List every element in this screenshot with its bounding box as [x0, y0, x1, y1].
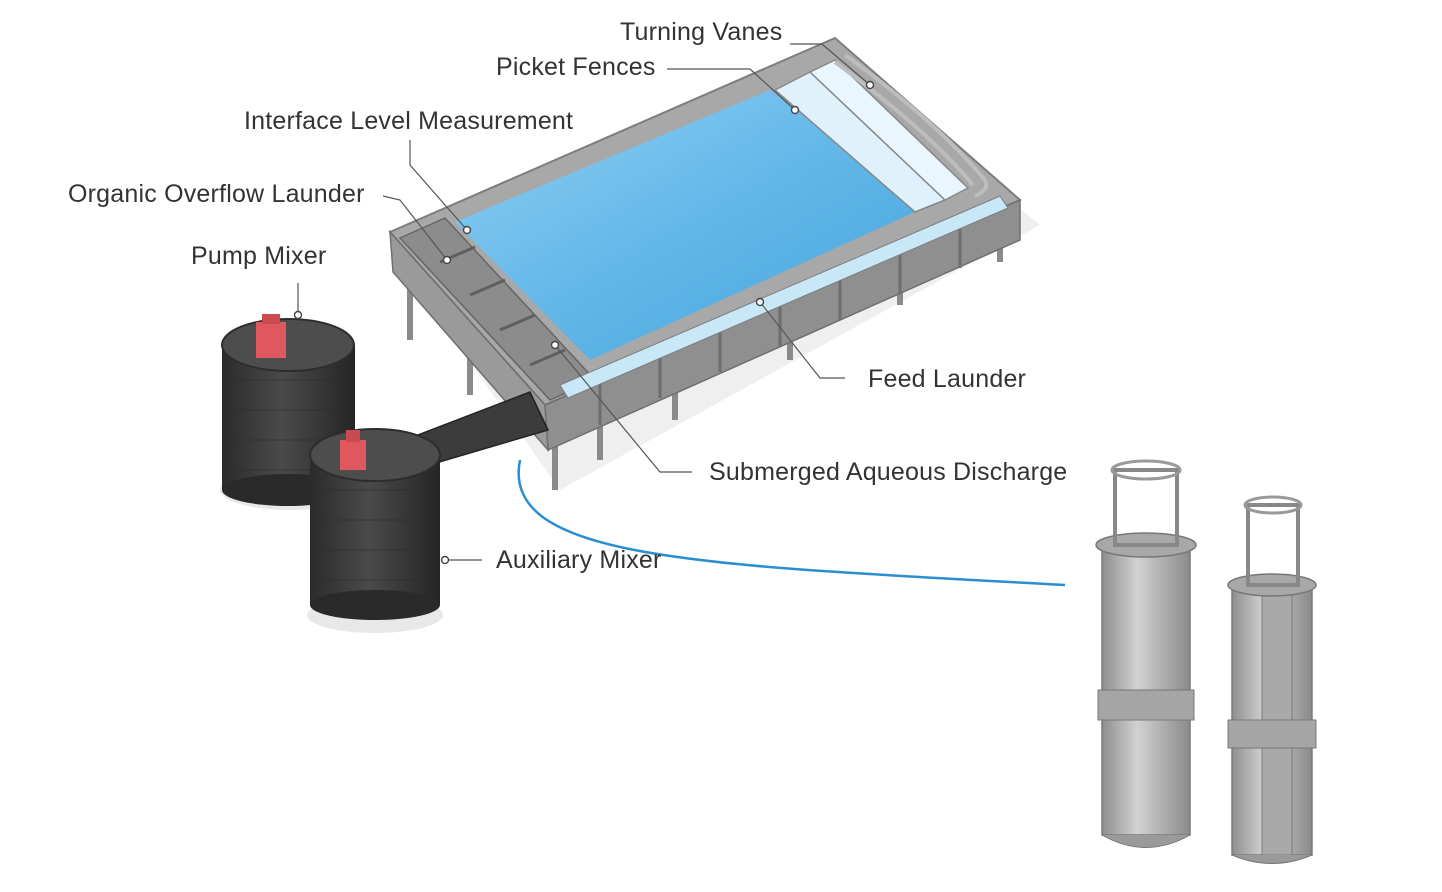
- settler-liquid: [455, 90, 930, 360]
- endpoint-feed-launder: [755, 297, 765, 307]
- label-picket-fences: Picket Fences: [496, 53, 656, 81]
- settler-side-left: [389, 229, 549, 453]
- leader-interface-level: [409, 140, 468, 231]
- label-pump-mixer: Pump Mixer: [191, 242, 327, 270]
- endpoint-organic-overflow: [442, 255, 452, 265]
- label-organic-overflow-launder: Organic Overflow Launder: [68, 180, 365, 208]
- column-closed: [1095, 459, 1197, 848]
- label-turning-vanes: Turning Vanes: [620, 18, 783, 46]
- leader-lines: [297, 43, 871, 561]
- label-interface-level-measurement: Interface Level Measurement: [244, 107, 574, 135]
- endpoint-interface-level: [462, 225, 472, 235]
- leader-endpoints: [293, 80, 875, 565]
- label-feed-launder: Feed Launder: [868, 365, 1027, 393]
- endpoint-turning-vanes: [865, 80, 875, 90]
- leader-turning-vanes: [790, 43, 871, 86]
- column-cutaway: [1227, 495, 1317, 864]
- detail-connector-curve: [517, 459, 1066, 587]
- turning-vanes: [833, 53, 989, 198]
- endpoint-auxiliary-mixer: [440, 555, 450, 565]
- label-auxiliary-mixer: Auxiliary Mixer: [496, 546, 662, 574]
- leader-picket-fences: [667, 68, 796, 111]
- endpoint-picket-fences: [790, 105, 800, 115]
- picket-fences: [773, 59, 970, 213]
- label-submerged-aqueous-discharge: Submerged Aqueous Discharge: [709, 458, 1068, 486]
- endpoint-pump-mixer: [293, 310, 303, 320]
- feed-launder-channel: [559, 195, 1009, 399]
- leader-submerged-discharge: [554, 344, 692, 473]
- settler-front-ribs: [598, 226, 962, 425]
- endpoint-submerged-discharge: [550, 340, 560, 350]
- auxiliary-mixer-tank: [307, 428, 443, 633]
- leader-organic-overflow: [382, 195, 448, 261]
- leader-feed-launder: [759, 301, 845, 379]
